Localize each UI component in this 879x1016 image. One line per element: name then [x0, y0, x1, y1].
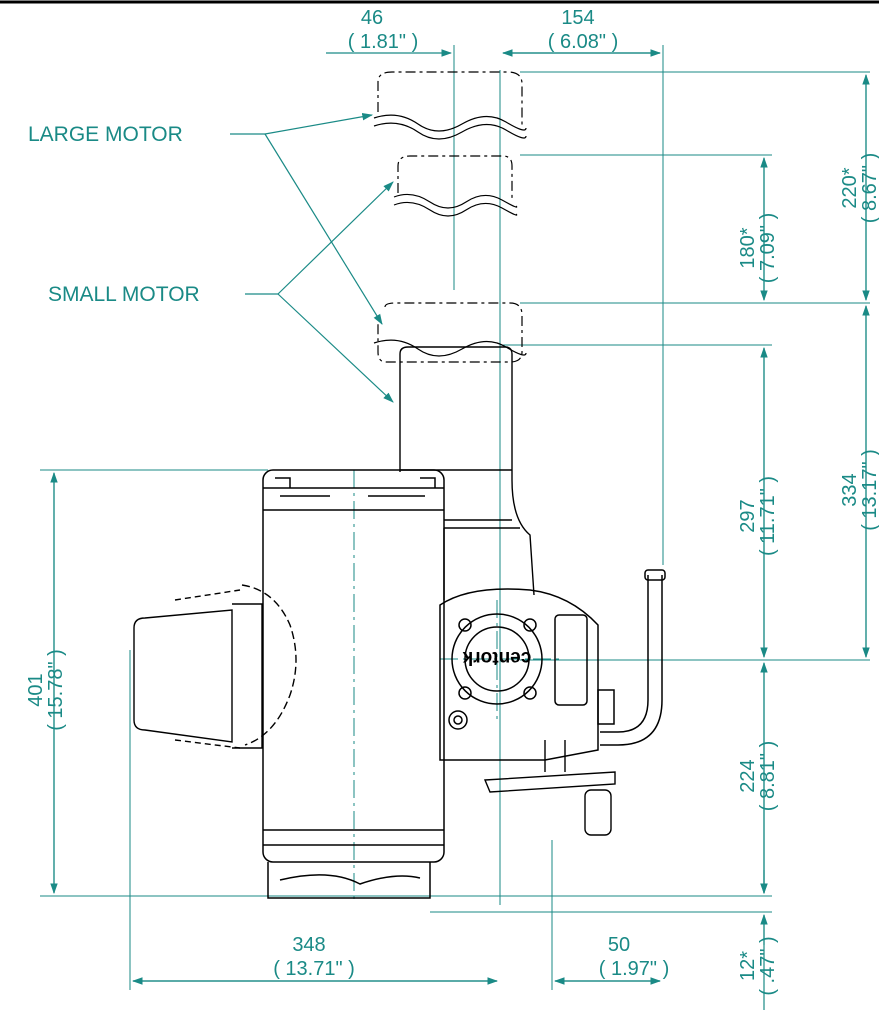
dim-12-in: ( .47" ) — [757, 936, 779, 995]
brand-label: centork — [462, 647, 531, 668]
dim-180-mm: 180* — [737, 227, 759, 268]
small-motor-label: SMALL MOTOR — [48, 283, 200, 306]
dim-46-mm: 46 — [361, 7, 383, 29]
large-motor-outline — [377, 71, 523, 363]
dim-224-mm: 224 — [737, 759, 759, 792]
gearbox — [439, 588, 615, 761]
large-motor-label: LARGE MOTOR — [28, 123, 183, 146]
dim-180-in: ( 7.09" ) — [757, 213, 779, 283]
handwheel-lever — [600, 569, 666, 746]
dim-334-group: 334 ( 13.17" ) — [839, 449, 879, 531]
dim-348-mm: 348 — [292, 934, 325, 956]
main-body — [262, 469, 445, 899]
dim-224-in: ( 8.81" ) — [757, 741, 779, 811]
dim-401-mm: 401 — [25, 673, 47, 706]
dim-46-in: ( 1.81" ) — [348, 31, 418, 53]
dim-334-in: ( 13.17" ) — [859, 449, 879, 531]
motor-column — [399, 346, 535, 600]
dim-348-in: ( 13.71" ) — [273, 958, 355, 980]
dim-224-group: 224 ( 8.81" ) — [737, 741, 779, 811]
dim-334-mm: 334 — [839, 473, 861, 506]
dim-401-group: 401 ( 15.78" ) — [25, 649, 67, 731]
side-cover — [133, 584, 297, 749]
dim-297-mm: 297 — [737, 499, 759, 532]
dim-154-mm: 154 — [561, 7, 594, 29]
dim-50-in: ( 1.97" ) — [599, 958, 669, 980]
leader-lines — [230, 112, 394, 403]
dim-297-in: ( 11.71" ) — [757, 476, 779, 556]
right-dimension-arrows — [760, 73, 870, 1010]
small-motor-outline — [397, 155, 513, 200]
extension-lines — [40, 45, 870, 990]
dim-401-in: ( 15.78" ) — [45, 649, 67, 731]
handwheel — [483, 740, 616, 836]
dim-220-in: ( 8.67" ) — [859, 153, 879, 223]
dim-220-mm: 220* — [839, 167, 861, 208]
dim-220-group: 220* ( 8.67" ) — [839, 153, 879, 223]
dim-50-mm: 50 — [608, 934, 630, 956]
dim-180-group: 180* ( 7.09" ) — [737, 213, 779, 283]
center-lines — [353, 470, 560, 900]
dim-12-mm: 12* — [737, 951, 759, 981]
dim-297-group: 297 ( 11.71" ) — [737, 476, 779, 556]
dim-154-in: ( 6.08" ) — [548, 31, 618, 53]
motor-break-lines — [373, 114, 527, 357]
dim-12-group: 12* ( .47" ) — [737, 936, 779, 995]
